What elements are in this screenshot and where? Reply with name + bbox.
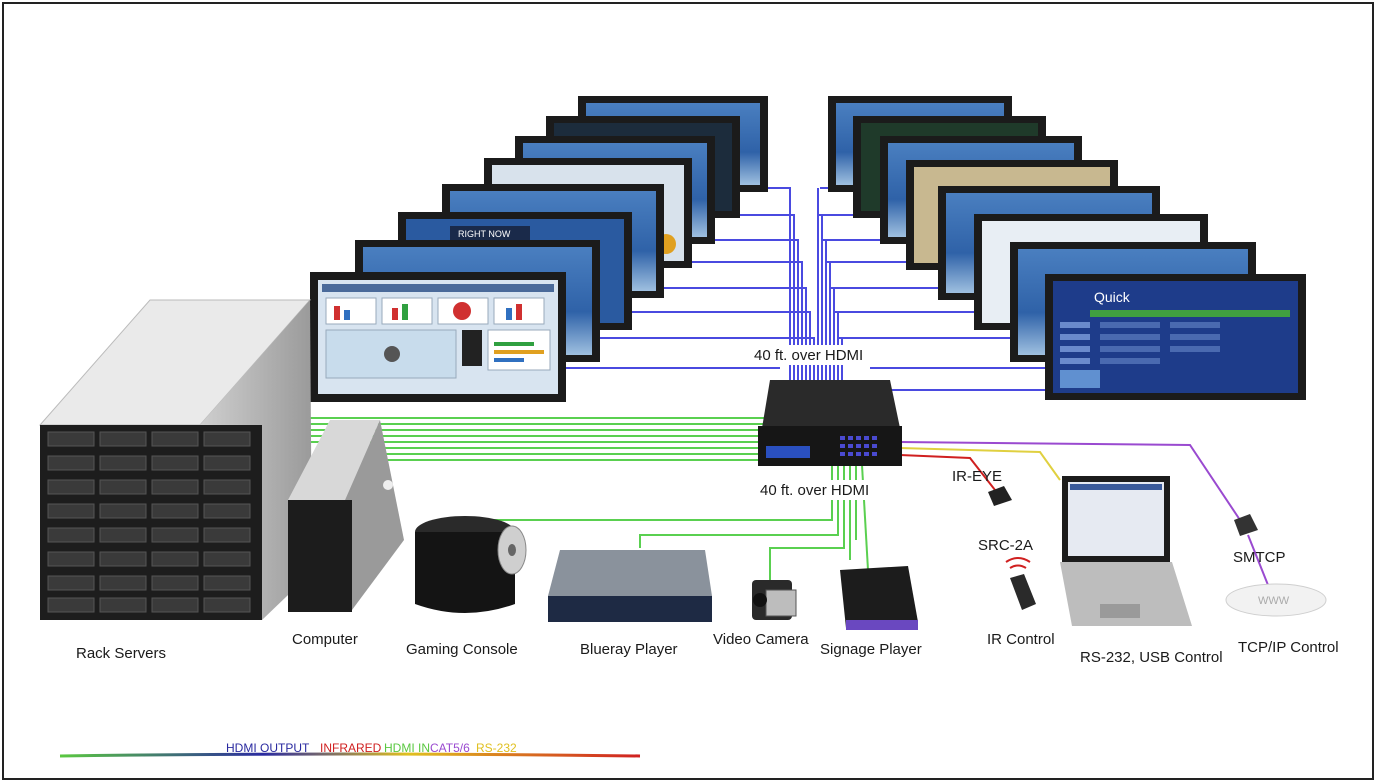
blueray-player-label: Blueray Player <box>580 641 678 658</box>
smtcp-label: SMTCP <box>1233 549 1286 566</box>
right-front-title: Quick <box>1094 289 1131 305</box>
legend-hdmi-output: HDMI OUTPUT <box>226 741 310 755</box>
ir-eye-device <box>988 486 1012 506</box>
tcpip-label: TCP/IP Control <box>1238 639 1339 656</box>
display-l1 <box>310 272 566 402</box>
video-camera-label: Video Camera <box>713 631 809 648</box>
rack-servers-label: Rack Servers <box>76 645 166 662</box>
rack-servers <box>40 300 312 620</box>
rs232-usb-label: RS-232, USB Control <box>1080 649 1223 666</box>
gaming-console <box>415 516 526 613</box>
left-mid-banner: RIGHT NOW <box>458 229 511 239</box>
blueray-player <box>548 550 712 622</box>
hdmi-matrix-switch <box>758 380 902 466</box>
display-r1: Quick <box>1045 274 1306 400</box>
laptop <box>1060 476 1192 626</box>
src2a-label: SRC-2A <box>978 537 1033 554</box>
hdmi-top-label: 40 ft. over HDMI <box>754 347 863 364</box>
right-displays: Quick <box>828 96 1306 400</box>
legend-infrared: INFRARED <box>320 741 382 755</box>
ir-remote <box>1006 558 1036 610</box>
www-cloud: WWW <box>1226 584 1326 616</box>
legend-rs232: RS-232 <box>476 741 517 755</box>
www-label: WWW <box>1258 595 1290 607</box>
left-displays: RIGHT NOW <box>310 96 768 402</box>
legend-cat56: CAT5/6 <box>430 741 470 755</box>
hdmi-bottom-label: 40 ft. over HDMI <box>760 482 869 499</box>
ir-control-label: IR Control <box>987 631 1055 648</box>
signage-player <box>840 566 918 630</box>
ir-eye-label: IR-EYE <box>952 468 1002 485</box>
legend-hdmi-in: HDMI IN <box>384 741 430 755</box>
legend: HDMI OUTPUT INFRARED HDMI IN CAT5/6 RS-2… <box>60 741 640 756</box>
signage-player-label: Signage Player <box>820 641 922 658</box>
gaming-console-label: Gaming Console <box>406 641 518 658</box>
video-camera <box>752 580 796 620</box>
computer-label: Computer <box>292 631 358 648</box>
